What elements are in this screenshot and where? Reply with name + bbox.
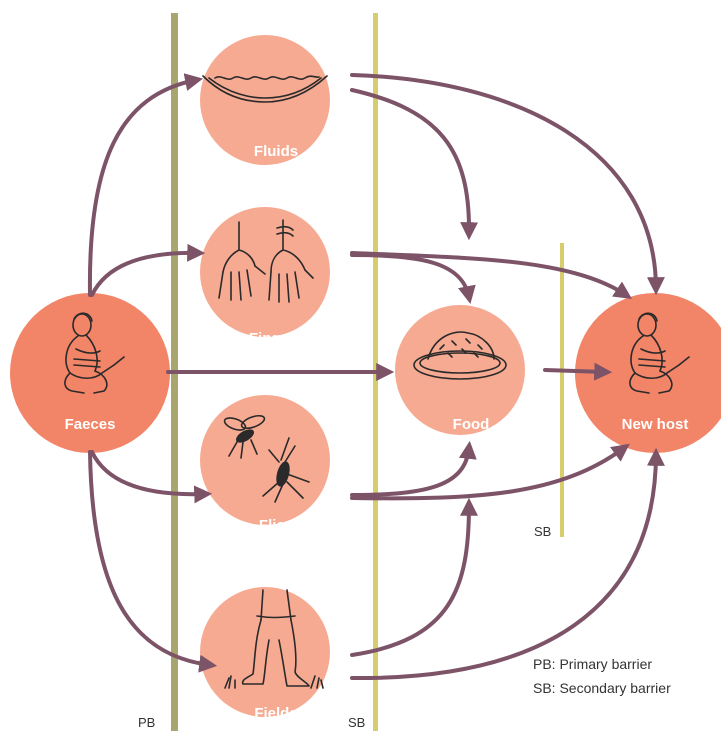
arrow-faeces-fluids — [87, 73, 204, 297]
arrow-fluids-newhost — [350, 73, 665, 296]
arrow-fingers-newhost — [350, 251, 633, 299]
arrow-faeces-fields — [88, 450, 218, 673]
fields-node — [200, 587, 330, 717]
primary-barrier-label: PB — [138, 715, 155, 730]
flies-label: Flies — [259, 517, 293, 534]
legend-primary: PB: Primary barrier — [533, 656, 652, 672]
arrow-fluids-food — [350, 88, 479, 241]
arrow-fields-food — [350, 497, 478, 657]
food-node — [395, 305, 525, 435]
transmission-arrows — [87, 73, 665, 681]
food-label: Food — [453, 416, 490, 433]
squatting-person-icon — [629, 312, 690, 394]
secondary-barrier-label-right: SB — [534, 524, 551, 539]
flies-node — [200, 395, 330, 525]
legend: PB: Primary barrier SB: Secondary barrie… — [533, 656, 671, 696]
fingers-node — [200, 207, 330, 337]
new-host-label: New host — [622, 416, 689, 433]
fields-label: Fields — [254, 705, 297, 722]
secondary-barrier-label: SB — [348, 715, 365, 730]
hands-icon — [218, 219, 314, 303]
water-surface-icon — [202, 75, 328, 103]
arrow-fingers-food — [350, 253, 476, 305]
legend-secondary: SB: Secondary barrier — [533, 680, 671, 696]
plate-of-food-icon — [413, 331, 507, 380]
arrow-flies-newhost — [350, 443, 630, 501]
bare-feet-icon — [224, 589, 324, 689]
fingers-label: Fingers — [249, 330, 303, 347]
arrow-flies-food — [350, 440, 477, 497]
arrow-fields-newhost — [350, 447, 665, 681]
arrow-food-newhost — [543, 362, 613, 381]
faeces-label: Faeces — [65, 416, 116, 433]
faeces-node — [10, 293, 170, 453]
flies-icon — [223, 414, 310, 503]
arrow-faeces-flies — [90, 450, 213, 504]
squatting-person-icon — [64, 312, 125, 394]
new-host-node — [575, 293, 721, 453]
fluids-node — [200, 35, 330, 165]
fluids-label: Fluids — [254, 143, 298, 160]
arrow-faeces-fingers — [90, 243, 206, 297]
secondary-barrier-line-right — [560, 243, 564, 537]
